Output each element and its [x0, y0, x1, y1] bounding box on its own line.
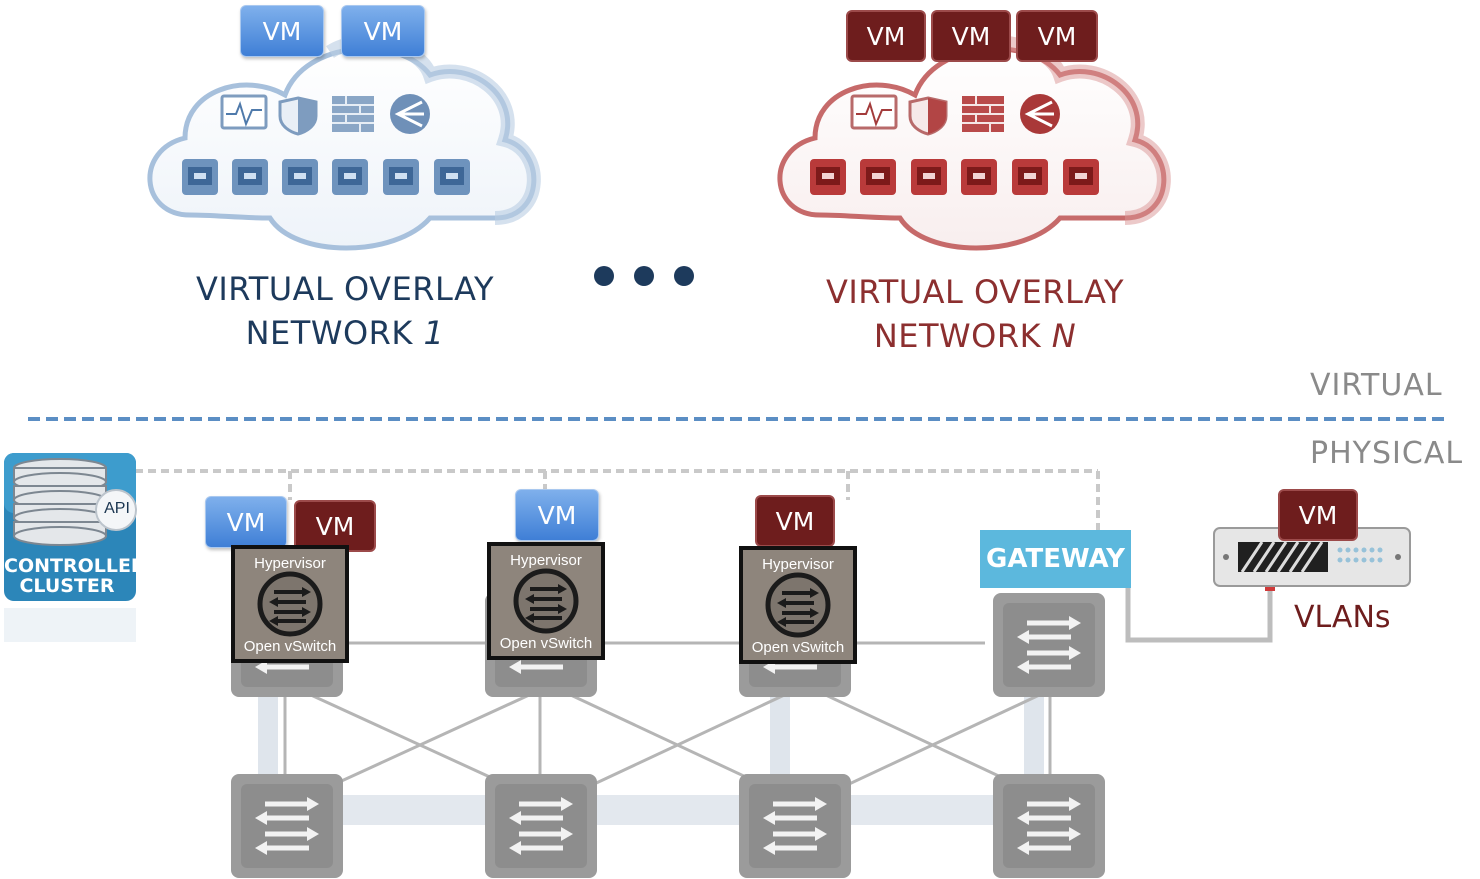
hypervisor-label: Hypervisor — [510, 552, 582, 569]
vm-overlay-1[interactable]: VM — [240, 5, 324, 57]
open-vswitch-label: Open vSwitch — [751, 639, 845, 656]
overlay-n-title-line1: VIRTUAL OVERLAY — [825, 273, 1125, 311]
controller-cluster-label[interactable]: CONTROLLER CLUSTER — [4, 555, 146, 597]
overlay-1-title-word: NETWORK — [245, 314, 413, 352]
overlay-n-title-line2: NETWORK N — [805, 314, 1145, 358]
vm-host-1-red[interactable]: VM — [294, 500, 376, 552]
firewall-icon — [332, 96, 374, 132]
vlan-appliance-icon — [1213, 527, 1411, 587]
hypervisor-host-2[interactable]: Hypervisor Open vSwitch — [487, 542, 605, 660]
firewall-icon — [962, 96, 1004, 132]
ellipsis-dot — [594, 266, 614, 286]
hypervisor-host-3[interactable]: Hypervisor Open vSwitch — [739, 546, 857, 664]
vm-host-2-blue[interactable]: VM — [515, 489, 599, 541]
overlay-n-index: N — [1051, 317, 1077, 355]
vm-host-3-red[interactable]: VM — [755, 495, 835, 547]
shield-icon — [908, 96, 948, 136]
controller-links — [135, 469, 1100, 532]
overlay-1-cloud — [147, 35, 541, 251]
overlay-n-title: VIRTUAL OVERLAY NETWORK N — [805, 270, 1145, 358]
vm-overlay-n[interactable]: VM — [1016, 10, 1098, 62]
virtual-layer-label: VIRTUAL — [1310, 368, 1443, 403]
vm-overlay-1[interactable]: VM — [341, 5, 425, 57]
overlay-1-title-line2: NETWORK 1 — [175, 311, 515, 355]
ellipsis-dot — [674, 266, 694, 286]
overlay-1-title: VIRTUAL OVERLAY NETWORK 1 — [175, 267, 515, 355]
ellipsis — [590, 262, 700, 292]
hypervisor-label: Hypervisor — [254, 555, 326, 572]
vm-overlay-n[interactable]: VM — [931, 10, 1011, 62]
load-balancer-icon — [390, 94, 430, 134]
vm-overlay-n[interactable]: VM — [846, 10, 926, 62]
shield-icon — [278, 96, 318, 136]
overlay-n-title-word: NETWORK — [873, 317, 1042, 355]
open-vswitch-label: Open vSwitch — [499, 635, 593, 652]
open-vswitch-icon — [256, 570, 324, 638]
switch-icon — [231, 774, 1105, 878]
overlay-1-index: 1 — [423, 314, 445, 352]
gateway-label[interactable]: GATEWAY — [980, 530, 1131, 588]
physical-layer-label: PHYSICAL — [1310, 436, 1464, 471]
controller-label-line1: CONTROLLER — [4, 555, 146, 577]
api-label: API — [104, 500, 130, 517]
open-vswitch-label: Open vSwitch — [243, 638, 337, 655]
switch-icon — [231, 593, 1105, 697]
vlans-label: VLANs — [1294, 600, 1391, 635]
load-balancer-icon — [1020, 94, 1060, 134]
server-stack-icon — [4, 453, 137, 642]
overlay-n-cloud — [777, 35, 1171, 251]
vm-vlan[interactable]: VM — [1278, 489, 1358, 541]
monitor-icon — [220, 94, 268, 130]
monitor-icon — [850, 94, 898, 130]
open-vswitch-icon — [764, 571, 832, 639]
open-vswitch-icon — [512, 567, 580, 635]
overlay-1-title-line1: VIRTUAL OVERLAY — [195, 270, 495, 308]
ellipsis-dot — [634, 266, 654, 286]
controller-label-line2: CLUSTER — [19, 575, 115, 597]
hypervisor-label: Hypervisor — [762, 556, 834, 573]
vm-host-1-blue[interactable]: VM — [205, 496, 287, 548]
hypervisor-host-1[interactable]: Hypervisor Open vSwitch — [231, 545, 349, 663]
